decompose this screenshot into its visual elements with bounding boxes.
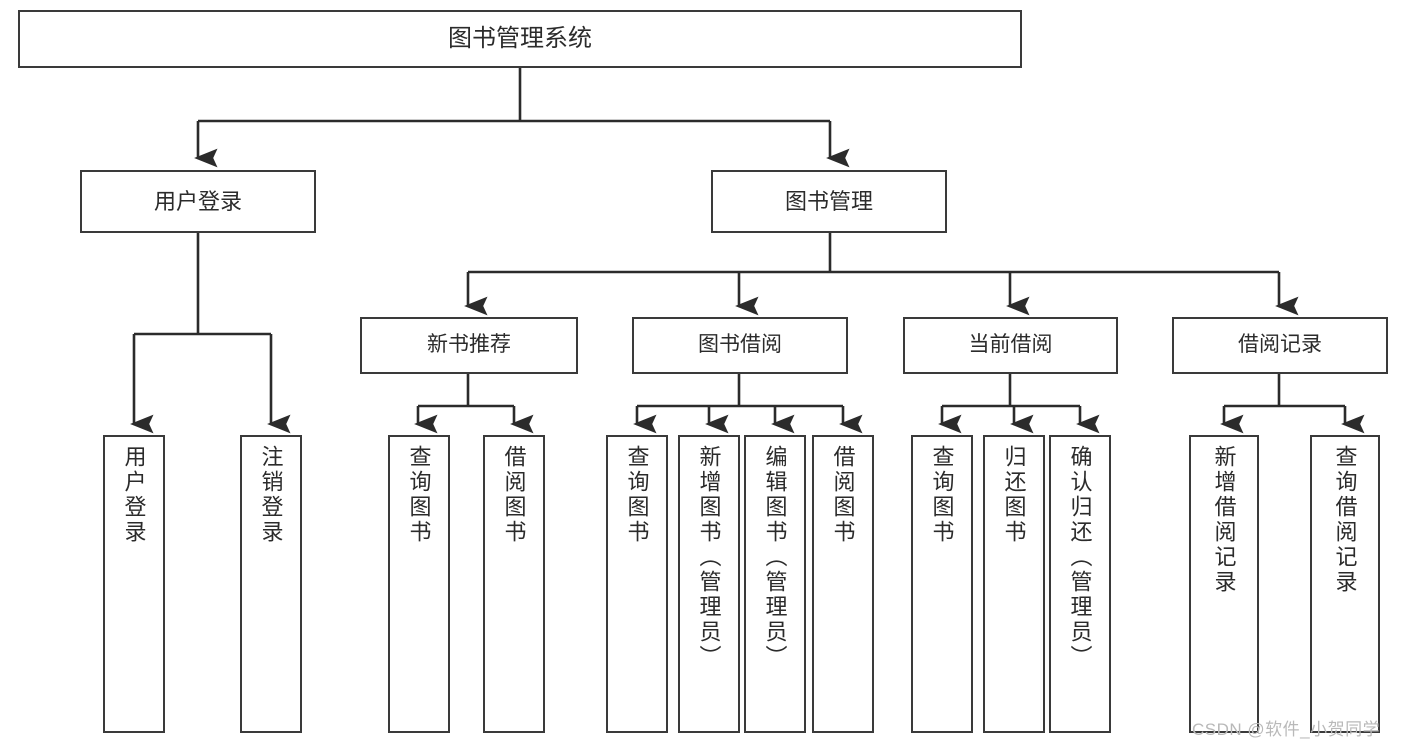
node-label: 用户登录 xyxy=(153,188,242,214)
node-label: 用户登录 xyxy=(121,445,147,545)
node-root-system[interactable]: 图书管理系统 xyxy=(18,10,1022,68)
leaf-node[interactable]: 归还图书 xyxy=(983,435,1045,733)
leaf-node[interactable]: 借阅图书 xyxy=(483,435,545,733)
node-label: 借阅记录 xyxy=(1238,333,1322,357)
node-label: 图书管理系统 xyxy=(448,24,592,52)
leaf-node[interactable]: 借阅图书 xyxy=(812,435,874,733)
leaf-node[interactable]: 查询图书 xyxy=(606,435,668,733)
node-label: 归还图书 xyxy=(1001,445,1027,545)
node-label: 查询图书 xyxy=(406,445,432,545)
leaf-node[interactable]: 用户登录 xyxy=(103,435,165,733)
leaf-node[interactable]: 注销登录 xyxy=(240,435,302,733)
node-label: 确认归还（管理员） xyxy=(1067,445,1093,670)
node-user-login[interactable]: 用户登录 xyxy=(80,170,316,233)
node-label: 借阅图书 xyxy=(501,445,527,545)
node-borrow-record[interactable]: 借阅记录 xyxy=(1172,317,1388,374)
node-label: 图书借阅 xyxy=(698,333,782,357)
csdn-watermark: CSDN @软件_小贺同学 xyxy=(1192,720,1381,739)
node-label: 查询图书 xyxy=(929,445,955,545)
node-label: 当前借阅 xyxy=(968,333,1053,357)
node-label: 编辑图书（管理员） xyxy=(762,445,788,670)
node-label: 借阅图书 xyxy=(830,445,856,545)
node-label: 新增借阅记录 xyxy=(1211,445,1237,595)
node-book-manage[interactable]: 图书管理 xyxy=(711,170,947,233)
leaf-node[interactable]: 查询图书 xyxy=(911,435,973,733)
leaf-node[interactable]: 编辑图书（管理员） xyxy=(744,435,806,733)
leaf-node[interactable]: 查询借阅记录 xyxy=(1310,435,1380,733)
node-label: 注销登录 xyxy=(258,445,284,545)
node-label: 图书管理 xyxy=(784,188,873,214)
leaf-node[interactable]: 查询图书 xyxy=(388,435,450,733)
node-label: 查询借阅记录 xyxy=(1332,445,1358,595)
node-current-borrow[interactable]: 当前借阅 xyxy=(903,317,1118,374)
leaf-node[interactable]: 新增借阅记录 xyxy=(1189,435,1259,733)
node-label: 新书推荐 xyxy=(427,333,511,357)
leaf-node[interactable]: 确认归还（管理员） xyxy=(1049,435,1111,733)
node-label: 新增图书（管理员） xyxy=(696,445,722,670)
node-book-borrow[interactable]: 图书借阅 xyxy=(632,317,848,374)
node-label: 查询图书 xyxy=(624,445,650,545)
leaf-node[interactable]: 新增图书（管理员） xyxy=(678,435,740,733)
node-new-book-recommend[interactable]: 新书推荐 xyxy=(360,317,578,374)
